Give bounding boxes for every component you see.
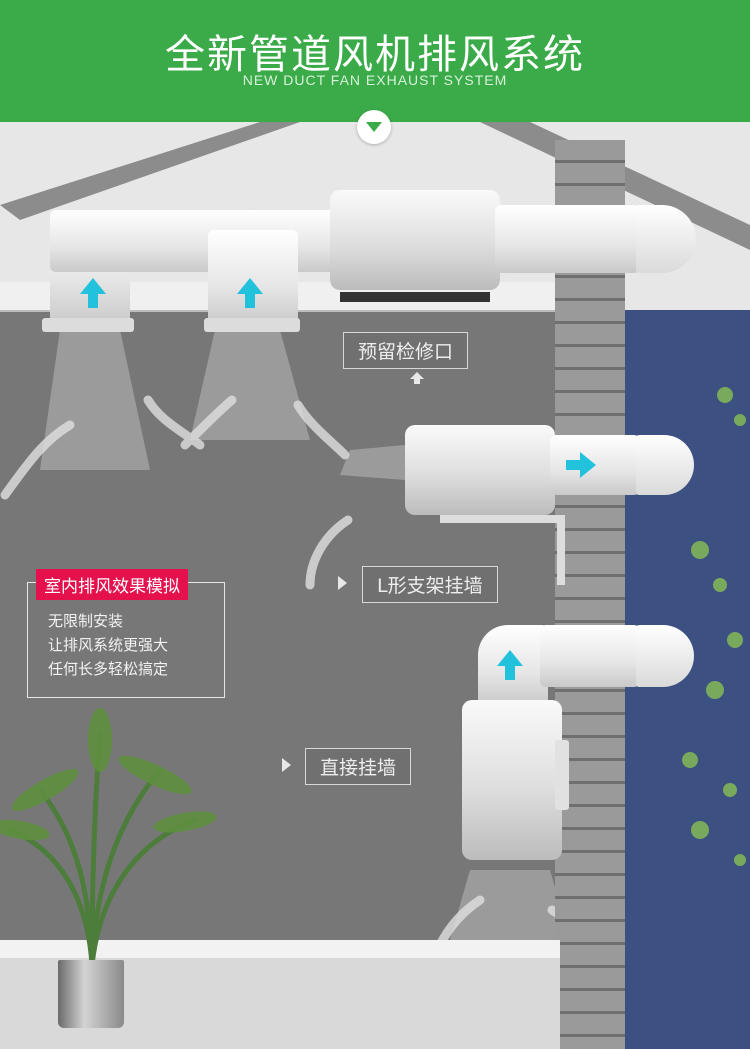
page-title: 全新管道风机排风系统 <box>165 32 585 78</box>
bottom-exhaust-cap <box>636 625 694 687</box>
bottom-outlet-duct <box>540 625 640 687</box>
access-opening <box>340 292 490 302</box>
top-exhaust-cap <box>636 205 696 273</box>
page-subtitle: NEW DUCT FAN EXHAUST SYSTEM <box>242 72 508 88</box>
label-direct-wall: 直接挂墙 <box>305 748 412 785</box>
info-line: 无限制安装 <box>48 612 124 630</box>
l-bracket-horizontal <box>440 515 565 523</box>
airflow-arrow-icon <box>497 650 523 666</box>
roof-left-slope <box>0 122 300 220</box>
ceiling-vent-right <box>204 318 300 332</box>
brick-wall-column <box>555 140 625 1049</box>
intake-duct-right <box>208 230 298 325</box>
airflow-plumes <box>40 330 570 940</box>
airflow-arrow-stem <box>505 666 515 680</box>
l-bracket-vertical <box>557 515 565 585</box>
airflow-arrow-icon <box>80 278 106 294</box>
airflow-arrow-stem <box>245 294 255 308</box>
header-banner <box>0 0 750 122</box>
airflow-right-arrow-icon <box>580 452 596 478</box>
bottom-duct-fan <box>462 700 562 860</box>
info-title: 室内排风效果模拟 <box>36 569 188 600</box>
ceiling-vent-left <box>42 318 134 332</box>
airflow-arrow-stem <box>566 460 580 470</box>
pointer-up-stem <box>414 379 420 384</box>
pointer-right-icon <box>282 758 291 772</box>
plant-pot <box>58 960 124 1028</box>
scroll-down-badge[interactable] <box>357 110 391 144</box>
airflow-arrow-stem <box>88 294 98 308</box>
chevron-down-icon <box>366 122 382 132</box>
info-line: 任何长多轻松搞定 <box>48 660 169 678</box>
middle-exhaust-cap <box>636 435 694 495</box>
label-l-bracket: L形支架挂墙 <box>362 566 498 603</box>
wall-mount-bracket <box>555 740 569 810</box>
middle-duct-fan <box>405 425 555 515</box>
top-horizontal-duct <box>50 210 350 272</box>
info-line: 让排风系统更强大 <box>48 636 169 654</box>
label-reserved-access: 预留检修口 <box>343 332 469 369</box>
baseboard <box>0 940 560 958</box>
pointer-up-icon <box>410 372 424 379</box>
top-outlet-duct <box>495 205 640 273</box>
top-duct-fan <box>330 190 500 290</box>
pointer-right-icon <box>338 576 347 590</box>
airflow-arrow-icon <box>237 278 263 294</box>
